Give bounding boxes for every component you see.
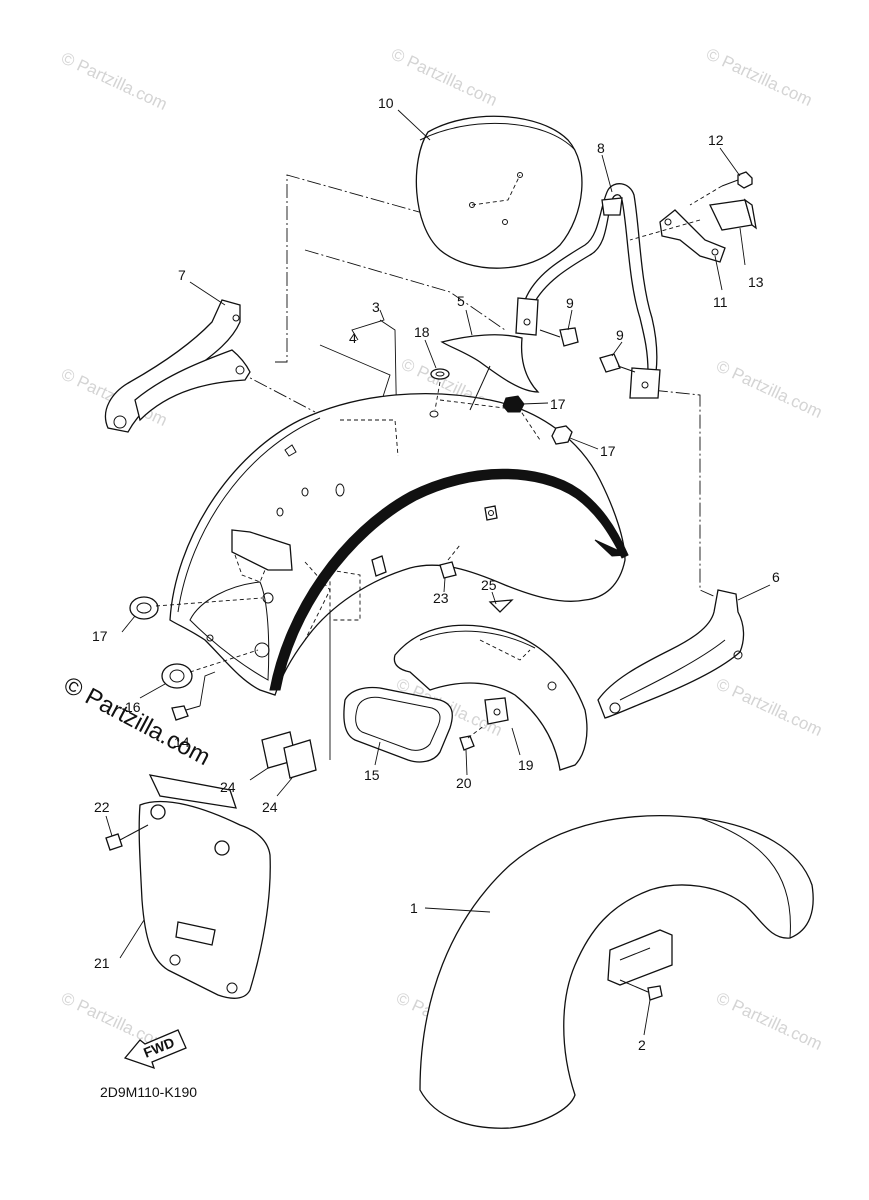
callout-15: 15 [364, 767, 380, 783]
part-right-stay [597, 589, 745, 719]
callout-23: 23 [433, 590, 449, 606]
part-grommets [129, 596, 263, 721]
callout-13: 13 [748, 274, 764, 290]
part-left-stay [104, 299, 251, 433]
part-backrest-pad [415, 115, 583, 269]
callout-9a: 9 [566, 295, 574, 311]
watermark-text: © Partzilla.com [703, 44, 815, 110]
callout-2: 2 [638, 1037, 646, 1053]
callouts: 10 8 12 13 11 9 9 7 3 4 5 18 17 17 6 17 … [92, 95, 780, 1053]
callout-1: 1 [410, 900, 418, 916]
watermark-text: © Partzilla.com [713, 356, 825, 422]
callout-11: 11 [713, 294, 728, 310]
callout-14: 14 [174, 734, 190, 750]
callout-22: 22 [94, 799, 110, 815]
callout-19: 19 [518, 757, 534, 773]
leader-lines [105, 109, 771, 1036]
callout-16: 16 [125, 699, 141, 715]
watermark-text: © Partzilla.com [388, 44, 500, 110]
part-bolts-9 [539, 327, 636, 373]
callout-24b: 24 [262, 799, 278, 815]
callout-20: 20 [456, 775, 472, 791]
callout-3: 3 [372, 299, 380, 315]
diagram-code: 2D9M110-K190 [100, 1084, 197, 1100]
watermark-text: © Partzilla.com [713, 674, 825, 740]
part-reflector-set [261, 686, 453, 779]
callout-25: 25 [481, 577, 497, 593]
watermark-text: © Partzilla.com [58, 48, 170, 114]
part-bracket-set [629, 171, 757, 263]
part-fender-items [429, 334, 573, 579]
callout-10: 10 [378, 95, 394, 111]
watermark-text: © Partzilla.com [713, 988, 825, 1054]
callout-8: 8 [597, 140, 605, 156]
part-side-cover [105, 774, 271, 999]
callout-12: 12 [708, 132, 724, 148]
part-rear-fender [169, 392, 629, 696]
callout-6: 6 [772, 569, 780, 585]
callout-18: 18 [414, 324, 430, 340]
callout-17a: 17 [92, 628, 108, 644]
callout-5: 5 [457, 293, 465, 309]
part-backrest-bar [515, 183, 661, 399]
callout-4: 4 [349, 330, 357, 346]
part-front-fender [419, 815, 814, 1129]
watermark-large: © Partzilla.com [59, 671, 214, 771]
callout-17c: 17 [600, 443, 616, 459]
callout-9b: 9 [616, 327, 624, 343]
callout-21: 21 [94, 955, 110, 971]
callout-24a: 24 [220, 779, 236, 795]
callout-17b: 17 [550, 396, 566, 412]
part-inner-fender [393, 599, 588, 771]
callout-7: 7 [178, 267, 186, 283]
